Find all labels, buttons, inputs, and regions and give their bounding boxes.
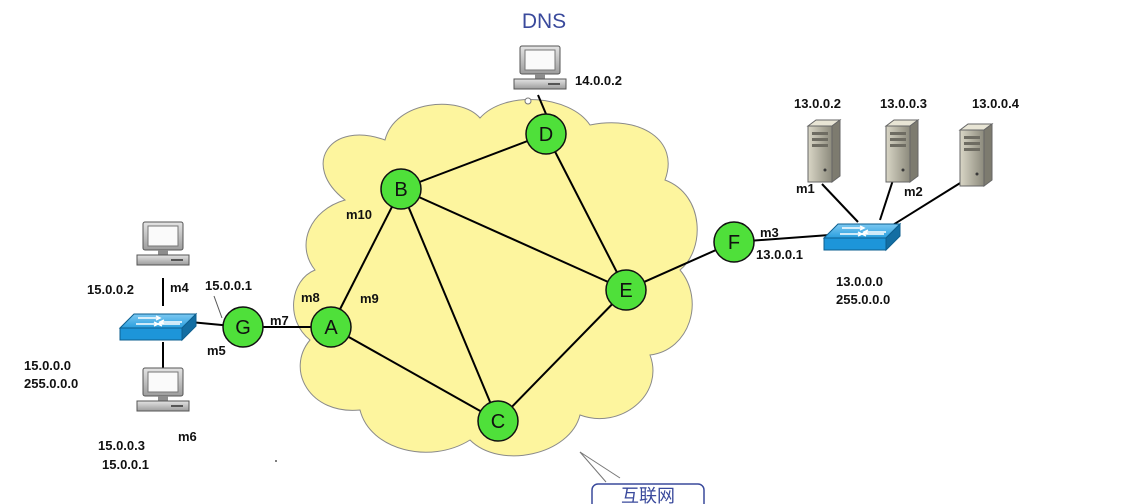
cloud-callout-line-2 (579, 451, 621, 479)
left-switch-icon (119, 313, 197, 341)
router-c-label: C (491, 411, 505, 433)
label-m9: m9 (360, 291, 379, 306)
label-m5: m5 (207, 343, 226, 358)
link-server-2 (879, 179, 894, 221)
server-1-icon (807, 119, 841, 183)
router-c: C (477, 400, 519, 442)
router-a: A (310, 306, 352, 348)
router-b-label: B (394, 179, 407, 201)
label-m1: m1 (796, 181, 815, 196)
left-top-pc-ip: 15.0.0.2 (87, 282, 134, 297)
server-1-ip: 13.0.0.2 (794, 96, 841, 111)
router-e-label: E (619, 280, 632, 302)
router-f-label: F (728, 232, 740, 254)
left-net-mask: 255.0.0.0 (24, 376, 78, 391)
label-m6: m6 (178, 429, 197, 444)
router-a-label: A (324, 317, 338, 339)
link-server-1 (821, 183, 859, 223)
dns-pc-icon (513, 45, 567, 90)
router-e: E (605, 269, 647, 311)
cloud-label-box (591, 483, 705, 504)
server-2-ip: 13.0.0.3 (880, 96, 927, 111)
dns-ip: 14.0.0.2 (575, 73, 622, 88)
label-m2: m2 (904, 184, 923, 199)
router-b: B (380, 168, 422, 210)
link-d-e (545, 133, 627, 291)
cloud-callout-line-1 (579, 451, 607, 483)
router-f: F (713, 221, 755, 263)
link-dns-d (537, 94, 547, 115)
dns-title: DNS (522, 10, 566, 33)
link-b-e (400, 188, 627, 291)
label-m10: m10 (346, 207, 372, 222)
label-m4: m4 (170, 280, 190, 295)
left-gateway-ip: 15.0.0.1 (205, 278, 252, 293)
right-switch-icon (823, 223, 901, 251)
link-b-c (400, 188, 499, 422)
left-gateway-pointer (213, 295, 223, 319)
right-net-mask: 255.0.0.0 (836, 292, 890, 307)
label-m8: m8 (301, 290, 320, 305)
links (162, 94, 966, 422)
left-bottom-pc-ip: 15.0.0.3 (98, 438, 145, 453)
left-net-address: 15.0.0.0 (24, 358, 71, 373)
link-a-c (330, 326, 499, 422)
router-d: D (525, 113, 567, 155)
left-bottom-pc-gateway: 15.0.0.1 (102, 457, 149, 472)
left-bottom-pc-icon (136, 367, 190, 412)
link-b-a (330, 188, 402, 328)
right-net-address: 13.0.0.0 (836, 274, 883, 289)
link-c-e (497, 289, 627, 422)
link-b-d (400, 133, 547, 190)
server-3-ip: 13.0.0.4 (972, 96, 1020, 111)
right-gateway-ip: 13.0.0.1 (756, 247, 803, 262)
server-3-icon (959, 123, 993, 187)
server-2-icon (885, 119, 919, 183)
routers: D B E A C F G (222, 113, 755, 442)
link-server-3 (887, 179, 966, 229)
label-m3: m3 (760, 225, 779, 240)
stray-dot (275, 460, 277, 462)
router-d-label: D (539, 124, 553, 146)
left-top-pc-icon (136, 221, 190, 266)
cloud-label: 互联网 (621, 486, 675, 504)
router-g: G (222, 306, 264, 348)
label-m7: m7 (270, 313, 289, 328)
router-g-label: G (235, 317, 251, 339)
dns-port-icon (524, 97, 532, 105)
